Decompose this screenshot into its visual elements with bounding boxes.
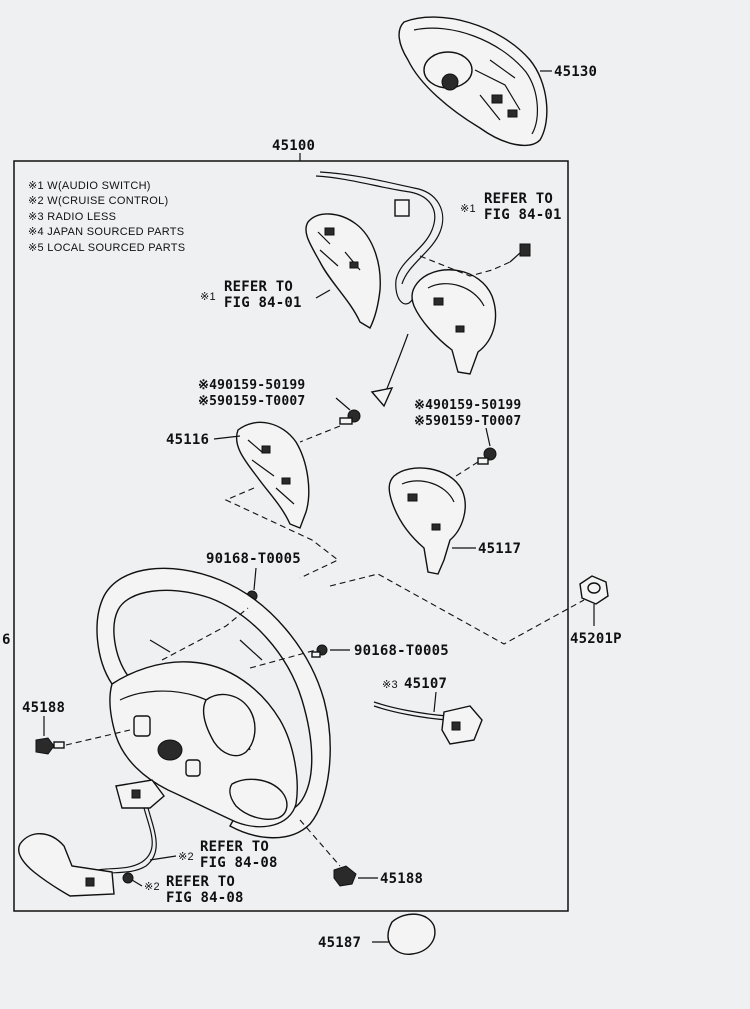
label-45107-mark: ※3 (382, 679, 398, 691)
label-45116: 45116 (166, 432, 209, 448)
assembly-frame (13, 160, 569, 912)
ref-bot1-line2: FIG 84-08 (200, 855, 278, 871)
label-45130: 45130 (554, 64, 597, 80)
screw-right-local: ※590159-T0007 (414, 414, 521, 429)
ref-top-right-line1: REFER TO (484, 191, 553, 207)
nut-45201P (579, 575, 609, 605)
legend: ※1 W(AUDIO SWITCH) ※2 W(CRUISE CONTROL) … (28, 180, 185, 254)
audio-switch-assembly (305, 171, 531, 375)
screw-right-japan: ※490159-50199 (414, 398, 521, 413)
legend-item-2: ※2 W(CRUISE CONTROL) (28, 195, 169, 207)
steering-cover-45117 (388, 467, 466, 575)
ref-top-right-line2: FIG 84-01 (484, 207, 562, 223)
wire-harness-45107 (373, 701, 483, 745)
screw-left (339, 409, 361, 425)
side-mark: 6 (2, 632, 11, 648)
steering-cover-45116 (235, 421, 310, 529)
ref-mid-left-line2: FIG 84-01 (224, 295, 302, 311)
ref-bot1-mark: ※2 (178, 851, 194, 863)
legend-item-3: ※3 RADIO LESS (28, 211, 116, 223)
ref-top-right-mark: ※1 (460, 203, 476, 215)
screw-right (477, 447, 497, 465)
screw-45188-right (333, 865, 357, 887)
label-45187: 45187 (318, 935, 361, 951)
legend-item-5: ※5 LOCAL SOURCED PARTS (28, 242, 185, 254)
legend-item-4: ※4 JAPAN SOURCED PARTS (28, 226, 184, 238)
steering-wheel (96, 567, 331, 839)
ref-mid-left-line1: REFER TO (224, 279, 293, 295)
label-45188-right: 45188 (380, 871, 423, 887)
airbag-cover-45130 (398, 16, 552, 147)
screw-45188-left (35, 737, 65, 755)
legend-item-1: ※1 W(AUDIO SWITCH) (28, 180, 151, 192)
screw-90168-lower (311, 644, 328, 658)
ref-bot2-line2: FIG 84-08 (166, 890, 244, 906)
ref-bot2-line1: REFER TO (166, 874, 235, 890)
ref-bot2-mark: ※2 (144, 881, 160, 893)
label-90168-upper: 90168-T0005 (206, 551, 301, 567)
label-45117: 45117 (478, 541, 521, 557)
label-45100: 45100 (272, 138, 315, 154)
screw-left-japan: ※490159-50199 (198, 378, 305, 393)
label-90168-lower: 90168-T0005 (354, 643, 449, 659)
label-45201P: 45201P (570, 631, 622, 647)
label-45107: 45107 (404, 676, 447, 692)
assembly-arrow (383, 333, 409, 397)
hole-cover-45187 (387, 913, 436, 955)
label-45188-left: 45188 (22, 700, 65, 716)
screw-left-local: ※590159-T0007 (198, 394, 305, 409)
ref-bot1-line1: REFER TO (200, 839, 269, 855)
cruise-control-switch (18, 779, 165, 897)
ref-mid-left-mark: ※1 (200, 291, 216, 303)
